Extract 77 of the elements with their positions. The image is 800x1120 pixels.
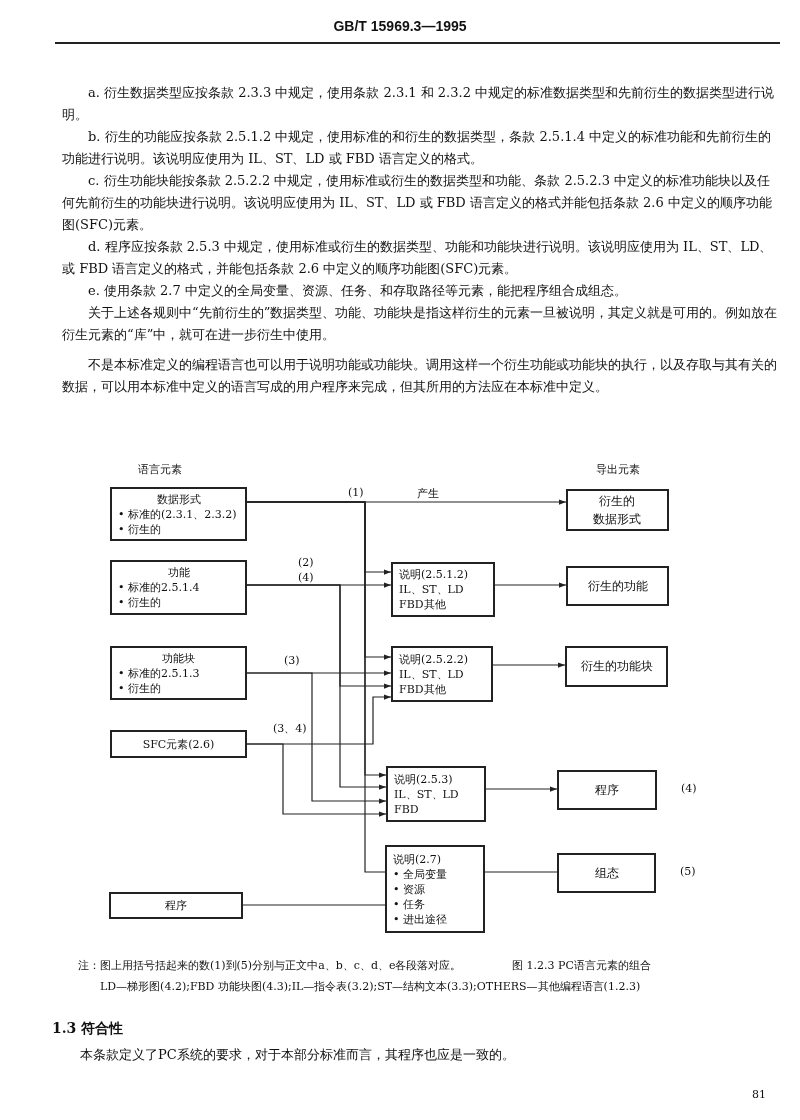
box-text: • 资源: [393, 881, 426, 897]
process-box: [110, 560, 247, 615]
paragraph: e. 使用条款 2.7 中定义的全局变量、资源、任务、和存取路径等元素，能把程序组合成组态。: [87, 282, 628, 300]
box-text: 衍生的数据形式: [593, 493, 642, 528]
box-text: 程序: [164, 898, 188, 913]
process-box: [109, 892, 243, 919]
header-text: GB/T 15969.3—1995: [332, 18, 468, 34]
box-text: FBD: [394, 801, 420, 817]
process-box: [110, 487, 247, 541]
edge-label: (4): [297, 571, 315, 584]
arrow: [485, 786, 558, 792]
box-text: 数据形式: [155, 491, 202, 507]
edge-label: (1): [347, 486, 365, 499]
box-text: 功能块: [161, 650, 196, 666]
connector-line: [242, 904, 386, 906]
box-text: 衍生的功能块: [579, 659, 654, 674]
box-text: • 衍生的: [118, 521, 162, 537]
process-box: [391, 646, 493, 702]
box-text: FBD其他: [399, 681, 447, 697]
process-box: [566, 489, 669, 531]
column-heading: 语言元素: [137, 462, 183, 477]
box-text: FBD其他: [399, 597, 447, 612]
callout-number: (4): [681, 782, 697, 795]
box-text: 功能: [166, 565, 191, 580]
box-text: • 任务: [393, 896, 426, 912]
annotation-text: 产生: [416, 486, 440, 501]
edge-label: (2): [297, 556, 315, 569]
paragraph: 关于上述各规则中“先前衍生的”数据类型、功能、功能块是指这样衍生的元素一旦被说明，其定义就是可用的。例如放在衍生元素的“库”中，就可在进一步衍生中使用。: [62, 304, 778, 344]
arrow: [492, 662, 566, 668]
arrow: [246, 672, 387, 804]
arrow: [494, 582, 567, 588]
box-text: • 全局变量: [393, 866, 448, 882]
paragraph: a. 衍生数据类型应按条款 2.3.3 中规定，使用条款 2.3.1 和 2.3.2 中规定的标准数据类型和先前衍生的数据类型进行说明。: [62, 84, 776, 124]
body-text: 本条款定义了PC系统的要求，对于本部分标准而言，其程序也应是一致的。: [80, 1046, 516, 1064]
process-box: [557, 853, 656, 893]
process-box: [565, 646, 668, 687]
box-text: 衍生的功能: [586, 578, 649, 594]
section-heading: 1.3 符合性: [52, 1020, 125, 1038]
note-text: LD—梯形图(4.2);FBD 功能块图(4.3);IL—指令表(3.2);ST—结构文本(3.3);OTHERS—其他编程语言(1.2.3): [100, 979, 642, 995]
connector-line: [246, 501, 386, 873]
box-text: • 标准的2.5.1.4: [118, 580, 201, 595]
paragraph: b. 衍生的功能应按条款 2.5.1.2 中规定，使用标准的和衍生的数据类型，条款 2.5.1.4 中定义的标准功能和先前衍生的功能进行说明。该说明应使用为 IL、ST、LD 或 FBD 语言定义的格式。: [62, 128, 773, 168]
arrow: [246, 584, 387, 790]
box-text: 说明(2.5.1.2): [399, 567, 470, 582]
column-heading: 导出元素: [595, 462, 641, 477]
callout-number: (5): [680, 865, 696, 878]
note-text: 注：图上用括号括起来的数(1)到(5)分别与正文中a、b、c、d、e各段落对应。: [78, 958, 463, 973]
paragraph: d. 程序应按条款 2.5.3 中规定，使用标准或衍生的数据类型、功能和功能块进行说明。该说明应使用为 IL、ST、LD、或 FBD 语言定义的格式，并能包括条款 2.6 中定义的顺序功能图(SFC)元素。: [62, 238, 774, 278]
paragraph: 不是本标准定义的编程语言也可以用于说明功能或功能块。调用这样一个衍生功能或功能块的执行，以及存取与其有关的数据，可以用本标准中定义的语言写成的用户程序来完成，但其所用的方法应在本标准中定义。: [62, 356, 778, 396]
box-text: • 标准的(2.3.1、2.3.2): [118, 506, 238, 522]
process-box: [386, 766, 486, 822]
box-text: IL、ST、LD: [399, 666, 465, 682]
box-text: 说明(2.5.2.2): [399, 651, 470, 667]
process-box: [391, 562, 495, 617]
process-box: [566, 566, 669, 606]
box-text: • 标准的2.5.1.3: [118, 665, 201, 681]
box-text: • 进出途径: [393, 911, 448, 927]
edge-label: (3、4): [272, 721, 308, 736]
box-text: • 衍生的: [118, 595, 162, 610]
box-text: 说明(2.5.3): [394, 771, 454, 787]
box-text: IL、ST、LD: [399, 582, 465, 597]
connector-line: [484, 871, 558, 873]
box-text: 组态: [593, 865, 620, 881]
box-text: IL、ST、LD: [394, 786, 460, 802]
page-number: 81: [752, 1088, 767, 1101]
process-box: [557, 770, 657, 810]
process-box: [385, 845, 485, 933]
paragraph: c. 衍生功能块能按条款 2.5.2.2 中规定，使用标准或衍生的数据类型和功能、条款 2.5.2.3 中定义的标准功能块以及任何先前衍生的功能块进行说明。该说明应使用为 IL、ST、LD 或 FBD 语言定义的格式并能包括条款 2.6 中定义的顺序功能图(SFC)元素。: [62, 172, 773, 234]
figure-caption: 图 1.2.3 PC语言元素的组合: [512, 958, 651, 973]
edge-label: (3): [283, 654, 301, 667]
box-text: 程序: [594, 782, 620, 798]
box-text: • 衍生的: [118, 680, 162, 696]
box-text: 说明(2.7): [393, 851, 443, 867]
arrow: [246, 743, 387, 817]
box-text: SFC元素(2.6): [141, 736, 216, 752]
process-box: [110, 730, 247, 758]
process-box: [110, 646, 247, 700]
